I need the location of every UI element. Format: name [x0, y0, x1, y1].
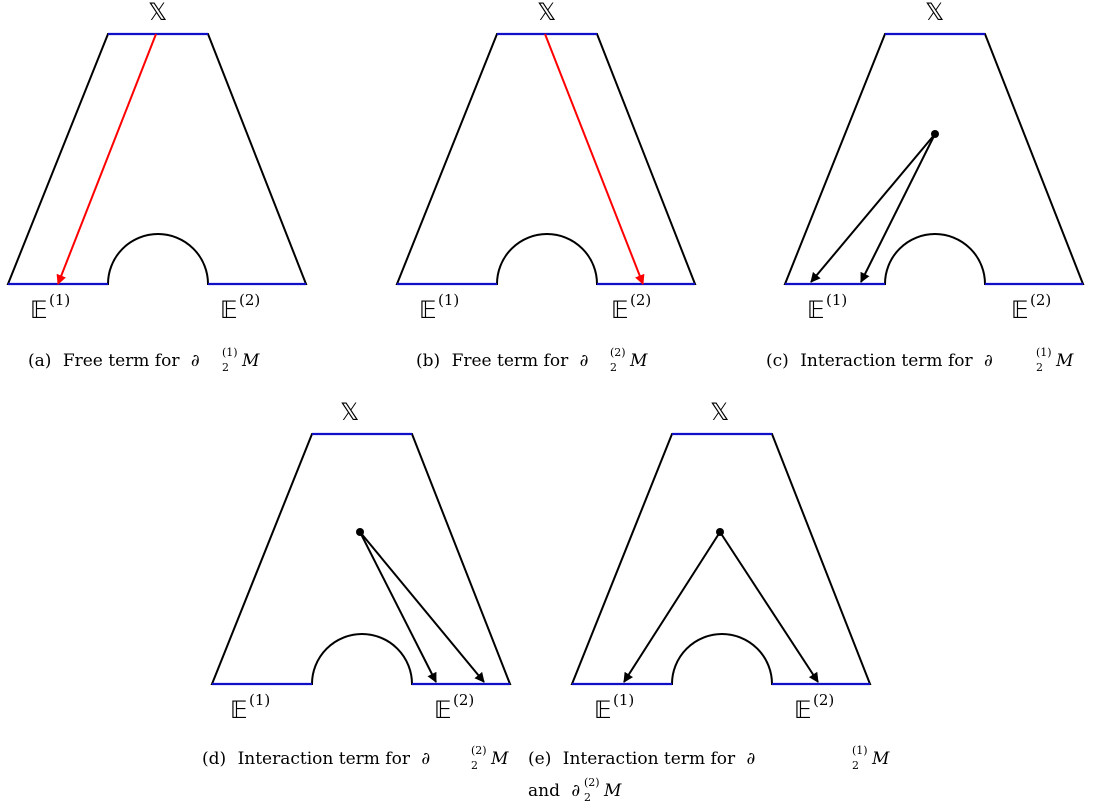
svg-text:(b) Free term for: (b) Free term for ∂ [416, 351, 588, 371]
top-label: 𝕏 [148, 0, 167, 26]
label-e1: 𝔼 (1) [594, 691, 634, 724]
label-e1: 𝔼 (1) [807, 291, 847, 324]
svg-text:(1): (1) [49, 291, 70, 309]
svg-text:𝔼: 𝔼 [807, 296, 825, 324]
label-e1: 𝔼 (1) [230, 691, 270, 724]
top-label: 𝕏 [340, 398, 359, 426]
top-label: 𝕏 [925, 0, 944, 26]
domain-outline [210, 433, 512, 685]
svg-text:𝔼: 𝔼 [611, 296, 629, 324]
caption-c: (c) Interaction term for ∂ 2 (1) M [766, 346, 1074, 374]
panel-b: 𝕏 𝔼 (1) 𝔼 (2) [395, 0, 697, 324]
interaction-arrow-1 [623, 531, 721, 683]
free-arrow [544, 33, 645, 285]
panel-d: 𝕏 𝔼 (1) 𝔼 (2) [210, 398, 512, 724]
svg-text:𝔼: 𝔼 [1011, 296, 1029, 324]
label-e2: 𝔼 (2) [1011, 291, 1051, 324]
svg-text:and ∂: and ∂ [528, 781, 580, 801]
svg-text:2: 2 [852, 759, 859, 772]
top-label: 𝕏 [710, 398, 729, 426]
svg-text:M: M [1055, 351, 1074, 371]
svg-text:𝔼: 𝔼 [30, 296, 48, 324]
svg-text:(2): (2) [630, 291, 651, 309]
svg-text:M: M [603, 781, 622, 801]
svg-text:𝔼: 𝔼 [794, 696, 812, 724]
svg-text:(c) Interaction term for: (c) Interaction term for ∂ [766, 351, 993, 371]
svg-text:(d) Interaction term for: (d) Interaction term for ∂ [202, 749, 430, 769]
svg-text:(1): (1) [222, 346, 238, 359]
interaction-arrow-1 [359, 531, 437, 683]
svg-text:𝔼: 𝔼 [419, 296, 437, 324]
svg-text:(2): (2) [610, 346, 626, 359]
label-e1: 𝔼 (1) [30, 291, 70, 324]
label-e2: 𝔼 (2) [794, 691, 834, 724]
label-e1: 𝔼 (1) [419, 291, 459, 324]
free-arrow [56, 33, 157, 285]
svg-text:(2): (2) [453, 691, 474, 709]
panel-a: 𝕏 𝔼 (1) 𝔼 (2) [6, 0, 308, 324]
interaction-arrow-2 [359, 531, 485, 683]
panel-e: 𝕏 𝔼 (1) 𝔼 (2) [570, 398, 872, 724]
svg-text:(2): (2) [584, 776, 600, 789]
svg-text:2: 2 [610, 361, 617, 374]
svg-text:𝔼: 𝔼 [230, 696, 248, 724]
svg-text:M: M [490, 749, 509, 769]
svg-text:(1): (1) [852, 744, 868, 757]
svg-text:(1): (1) [438, 291, 459, 309]
svg-text:𝔼: 𝔼 [434, 696, 452, 724]
domain-outline [570, 433, 872, 685]
svg-text:2: 2 [471, 759, 478, 772]
svg-text:M: M [871, 749, 890, 769]
interaction-arrow-1 [810, 133, 936, 283]
caption-e: (e) Interaction term for ∂ 2 (1) M and ∂… [528, 744, 890, 804]
svg-text:(2): (2) [1030, 291, 1051, 309]
svg-text:M: M [629, 351, 648, 371]
interaction-arrow-2 [719, 531, 819, 683]
svg-text:M: M [241, 351, 260, 371]
label-e2: 𝔼 (2) [434, 691, 474, 724]
svg-text:2: 2 [222, 361, 229, 374]
svg-text:(2): (2) [813, 691, 834, 709]
svg-text:(1): (1) [826, 291, 847, 309]
domain-outline [6, 33, 308, 285]
domain-outline [395, 33, 697, 285]
label-e2: 𝔼 (2) [220, 291, 260, 324]
svg-text:𝔼: 𝔼 [594, 696, 612, 724]
top-label: 𝕏 [537, 0, 556, 26]
caption-b: (b) Free term for ∂ 2 (2) M [416, 346, 648, 374]
svg-text:(1): (1) [1036, 346, 1052, 359]
panel-c: 𝕏 𝔼 (1) 𝔼 (2) [783, 0, 1085, 324]
svg-text:2: 2 [584, 791, 591, 804]
interaction-arrow-2 [860, 133, 936, 283]
label-e2: 𝔼 (2) [611, 291, 651, 324]
domain-outline [783, 33, 1085, 285]
caption-d: (d) Interaction term for ∂ 2 (2) M [202, 744, 509, 772]
svg-text:(1): (1) [613, 691, 634, 709]
svg-text:2: 2 [1036, 361, 1043, 374]
svg-text:(e) Interaction term for: (e) Interaction term for ∂ [528, 749, 755, 769]
caption-a: (a) Free term for ∂ 2 (1) M [28, 346, 260, 374]
svg-text:𝔼: 𝔼 [220, 296, 238, 324]
svg-text:(2): (2) [239, 291, 260, 309]
svg-text:(1): (1) [249, 691, 270, 709]
svg-text:(2): (2) [471, 744, 487, 757]
svg-text:(a) Free term for: (a) Free term for ∂ [28, 351, 200, 371]
